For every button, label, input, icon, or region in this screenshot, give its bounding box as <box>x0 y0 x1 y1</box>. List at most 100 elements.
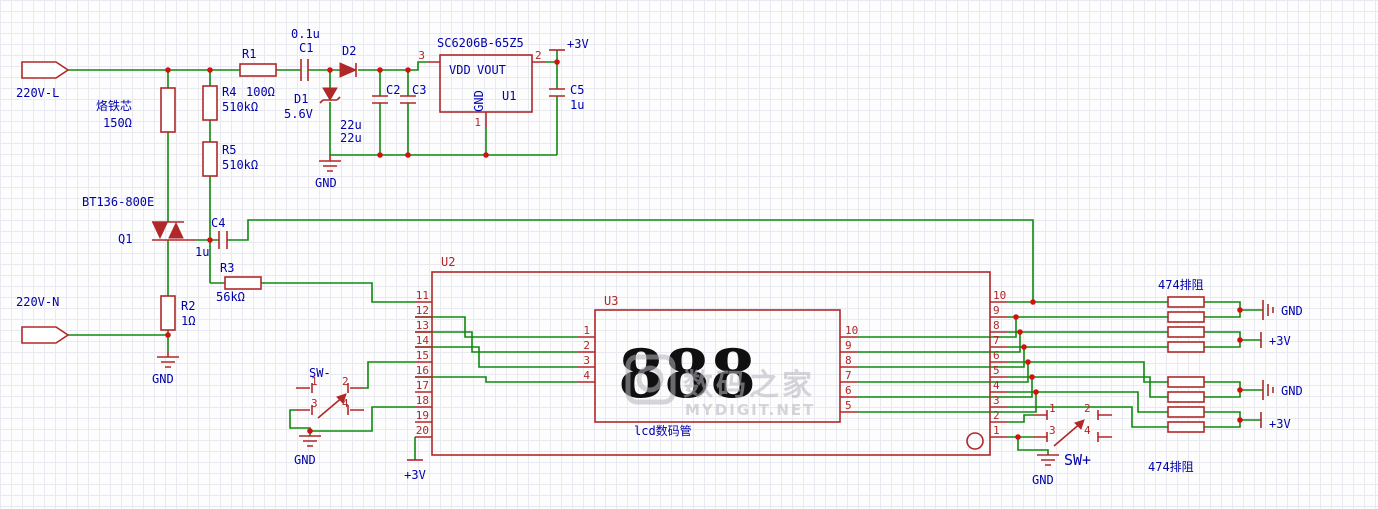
u2-pin-number: 4 <box>993 379 1000 392</box>
rnet-resistor-body[interactable] <box>1167 326 1205 338</box>
capacitor-plates[interactable] <box>372 95 388 104</box>
wire-mains-l-rail[interactable] <box>68 61 428 71</box>
connector-220v-l[interactable]: 220V-L <box>16 61 70 100</box>
d1-ref-label: D1 <box>294 92 308 106</box>
junction-dot <box>1013 314 1019 320</box>
switch-pin-stubs[interactable] <box>1033 414 1112 438</box>
u3-caption-label: lcd数码管 <box>634 423 692 438</box>
gnd-symbol-rail <box>319 155 341 172</box>
gnd-label: GND <box>152 372 174 386</box>
u2-pin-number: 1 <box>993 424 1000 437</box>
switch-contacts[interactable] <box>311 383 349 415</box>
triac-triangle-right[interactable] <box>168 221 184 239</box>
u2-left-pin-stubs[interactable] <box>415 301 432 438</box>
wire-r3-to-pin11[interactable] <box>210 282 415 303</box>
resistor-body[interactable] <box>224 276 262 290</box>
wire-u3-left-bus[interactable] <box>415 316 578 383</box>
capacitor-plates[interactable] <box>400 95 416 104</box>
zener-bar[interactable] <box>319 96 341 104</box>
resistor-body[interactable] <box>202 85 218 121</box>
wire-gate-c4-long[interactable] <box>196 219 1034 302</box>
u1-pin2-number: 2 <box>535 49 542 62</box>
capacitor-c5[interactable]: C5 1u <box>549 83 584 112</box>
lcd-body[interactable] <box>594 309 841 423</box>
plus3v-label: +3V <box>1269 417 1291 431</box>
resistor-heater[interactable]: 烙铁芯 150Ω <box>96 87 176 133</box>
u3-pin-number: 9 <box>845 339 852 352</box>
resistor-network-top[interactable]: 474排阻 <box>1158 278 1205 353</box>
u2-pin-number: 14 <box>416 334 430 347</box>
watermark-logo-lens <box>636 365 664 393</box>
resistor-network-bottom[interactable]: 474排阻 <box>1148 376 1205 474</box>
wire-u3-right-bus[interactable] <box>857 317 1037 413</box>
ic-u1-regulator[interactable]: SC6206B-65Z5 VDD VOUT GND U1 3 2 1 <box>418 36 546 129</box>
resistor-body[interactable] <box>202 141 218 177</box>
rnet-resistor-body[interactable] <box>1167 421 1205 433</box>
net-label-220v-n: 220V-N <box>16 295 59 309</box>
u3-pin-number: 10 <box>845 324 858 337</box>
gnd-symbol-r2 <box>157 352 179 368</box>
wire-3v-c5[interactable] <box>546 50 558 155</box>
resistor-body[interactable] <box>160 87 176 133</box>
rnet-resistor-body[interactable] <box>1167 311 1205 323</box>
resistor-r3[interactable]: R3 56kΩ <box>216 261 262 304</box>
wires[interactable] <box>68 50 1263 460</box>
capacitor-c2[interactable]: C2 22u <box>340 83 400 132</box>
zener-d1[interactable]: D1 5.6V <box>284 87 341 121</box>
rnet-resistor-body[interactable] <box>1167 391 1205 403</box>
rnet-resistor-body[interactable] <box>1167 406 1205 418</box>
gnd-symbol-rnet-top <box>1262 300 1274 320</box>
ic-u2-mcu[interactable]: U2 11 12 13 14 15 16 17 18 19 20 10 9 8 … <box>415 255 1007 456</box>
u2-right-pin-stubs[interactable] <box>990 301 1007 438</box>
triac-terminals[interactable] <box>152 221 196 241</box>
connector-220v-n[interactable]: 220V-N <box>16 295 70 344</box>
u1-gnd-label: GND <box>472 90 486 112</box>
capacitor-plates[interactable] <box>549 88 565 97</box>
u3-pin-number: 5 <box>845 399 852 412</box>
wire-heater-triac-chain[interactable] <box>68 70 169 352</box>
triac-triangle-left[interactable] <box>152 222 168 240</box>
capacitor-c1[interactable]: 0.1u C1 <box>291 27 320 81</box>
gnd-symbol-sw-minus <box>299 435 321 447</box>
u3-left-pin-stubs[interactable] <box>578 336 595 383</box>
capacitor-plates[interactable] <box>300 59 309 81</box>
resistor-body[interactable] <box>160 295 176 331</box>
wire-rnet-right-bus[interactable] <box>1204 301 1263 428</box>
switch-sw-plus[interactable]: SW+ 1 2 3 4 <box>1033 402 1112 469</box>
rnet-resistor-body[interactable] <box>1167 341 1205 353</box>
resistor-body[interactable] <box>239 63 277 77</box>
resistor-r4[interactable]: R4 510kΩ <box>202 85 258 121</box>
switch-contacts[interactable] <box>1046 410 1099 442</box>
rnet-resistor-body[interactable] <box>1167 376 1205 388</box>
port-shape[interactable] <box>21 61 70 79</box>
u2-pin-number: 10 <box>993 289 1006 302</box>
triac-q1[interactable]: BT136-800E Q1 <box>82 195 196 246</box>
wire-u2-right-to-rnet[interactable] <box>1007 301 1168 428</box>
capacitor-plates[interactable] <box>218 231 228 249</box>
resistor-r1[interactable]: R1 100Ω <box>239 47 277 99</box>
switch-pin-stubs[interactable] <box>296 387 364 411</box>
u3-right-pin-stubs[interactable] <box>840 336 857 413</box>
junction-dot <box>1237 387 1243 393</box>
watermark-logo <box>625 354 676 405</box>
u1-pin1-number: 1 <box>474 116 481 129</box>
diode-d2[interactable]: D2 <box>339 44 358 78</box>
rnet-top-label: 474排阻 <box>1158 278 1204 292</box>
junction-dot <box>405 152 411 158</box>
wire-sw-plus[interactable] <box>1007 414 1049 455</box>
rnet-resistor-body[interactable] <box>1167 296 1205 308</box>
r1-ref-label: R1 <box>242 47 256 61</box>
zener-triangle[interactable] <box>322 87 338 101</box>
u2-pin-number: 8 <box>993 319 1000 332</box>
u2-pin-number: 18 <box>416 394 429 407</box>
diode-triangle[interactable] <box>339 62 358 78</box>
resistor-r5[interactable]: R5 510kΩ <box>202 141 258 177</box>
u1-pin-stubs[interactable] <box>428 61 546 128</box>
ic-body[interactable] <box>431 271 991 456</box>
capacitor-c3[interactable]: C3 22u <box>340 83 426 145</box>
sw-pin-number: 4 <box>342 397 349 410</box>
capacitor-c4[interactable]: C4 1u <box>195 216 228 259</box>
port-shape[interactable] <box>21 326 70 344</box>
switch-sw-minus[interactable]: SW- 1 2 3 4 <box>296 366 364 419</box>
resistor-r2[interactable]: R2 1Ω <box>160 295 195 331</box>
